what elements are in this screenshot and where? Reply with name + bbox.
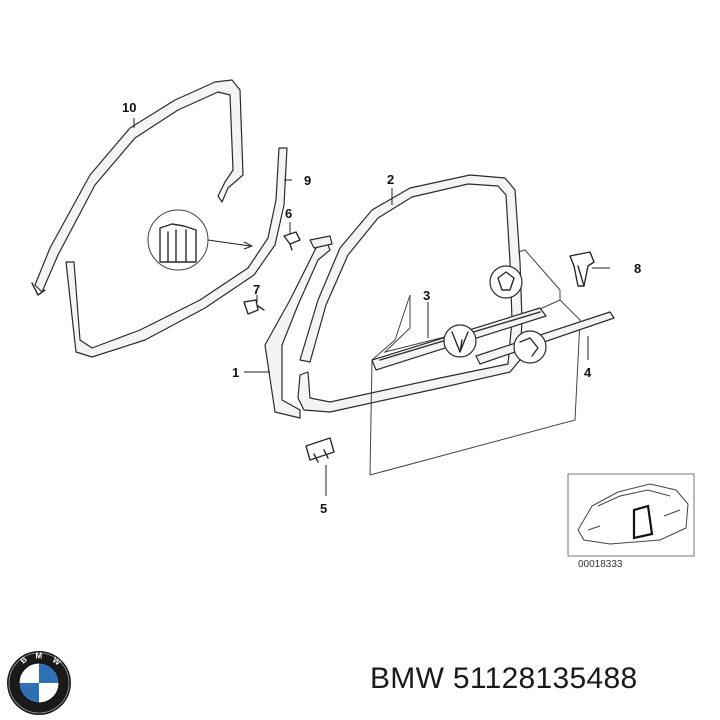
svg-text:W: W bbox=[51, 655, 63, 667]
detail-inset-9 bbox=[147, 209, 254, 271]
svg-text:B: B bbox=[19, 655, 29, 666]
part-10-frame-seal bbox=[31, 79, 244, 296]
leader-lines bbox=[133, 118, 610, 496]
callout-10: 10 bbox=[122, 100, 136, 115]
bmw-logo: B M W bbox=[7, 651, 71, 715]
part-5-bracket bbox=[305, 437, 335, 463]
part-2-door-seal-loop bbox=[297, 174, 523, 413]
callout-2: 2 bbox=[387, 172, 394, 187]
reference-code: 00018333 bbox=[578, 559, 623, 570]
part-4-outer-strip bbox=[475, 311, 615, 365]
detail-inset-2 bbox=[489, 265, 523, 299]
part-6-clip bbox=[283, 231, 301, 251]
reference-thumbnail bbox=[567, 473, 695, 557]
callout-4: 4 bbox=[584, 365, 592, 380]
svg-text:M: M bbox=[36, 652, 43, 661]
callout-5: 5 bbox=[320, 501, 327, 516]
callout-7: 7 bbox=[253, 282, 260, 297]
callout-3: 3 bbox=[423, 288, 430, 303]
part-number-label: BMW 51128135488 bbox=[370, 662, 638, 695]
part-8-clip bbox=[569, 251, 595, 287]
callout-9: 9 bbox=[304, 173, 311, 188]
part-1-door-seal bbox=[264, 235, 333, 419]
callout-8: 8 bbox=[634, 261, 641, 276]
callout-6: 6 bbox=[285, 206, 292, 221]
door-panel bbox=[369, 249, 581, 476]
callout-1: 1 bbox=[232, 365, 239, 380]
part-9-pillar-seal bbox=[65, 147, 288, 358]
detail-inset-4 bbox=[513, 330, 547, 364]
part-7-clip bbox=[243, 299, 265, 315]
detail-inset-3 bbox=[443, 324, 477, 358]
